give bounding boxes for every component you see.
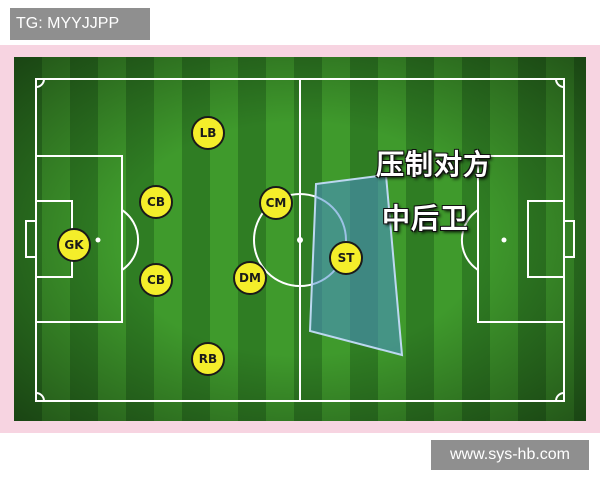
right-goal-area <box>527 200 565 278</box>
corner-arc-tl <box>35 78 45 88</box>
player-cb-bottom: CB <box>139 263 173 297</box>
caption-line-2: 中后卫 <box>382 202 470 235</box>
caption-line-1: 压制对方 <box>376 148 493 181</box>
left-goal <box>25 220 37 258</box>
player-cb-top: CB <box>139 185 173 219</box>
corner-arc-br <box>555 392 565 402</box>
pitch-frame: 压制对方 中后卫 GK LB CB CB RB CM DM ST <box>0 45 600 433</box>
pitch-markings <box>25 78 575 402</box>
watermark-bottom-right: www.sys-hb.com <box>431 440 589 470</box>
player-lb: LB <box>191 116 225 150</box>
right-penalty-arc <box>460 209 479 271</box>
center-spot <box>297 237 303 243</box>
watermark-top-left: TG: MYYJJPP <box>10 8 150 40</box>
left-penalty-spot <box>95 237 101 243</box>
right-goal <box>563 220 575 258</box>
player-dm: DM <box>233 261 267 295</box>
right-penalty-spot <box>501 237 507 243</box>
left-penalty-arc <box>121 209 140 271</box>
player-gk: GK <box>57 228 91 262</box>
football-pitch: 压制对方 中后卫 GK LB CB CB RB CM DM ST <box>14 57 586 421</box>
corner-arc-tr <box>555 78 565 88</box>
player-rb: RB <box>191 342 225 376</box>
corner-arc-bl <box>35 392 45 402</box>
player-cm: CM <box>259 186 293 220</box>
player-st: ST <box>329 241 363 275</box>
